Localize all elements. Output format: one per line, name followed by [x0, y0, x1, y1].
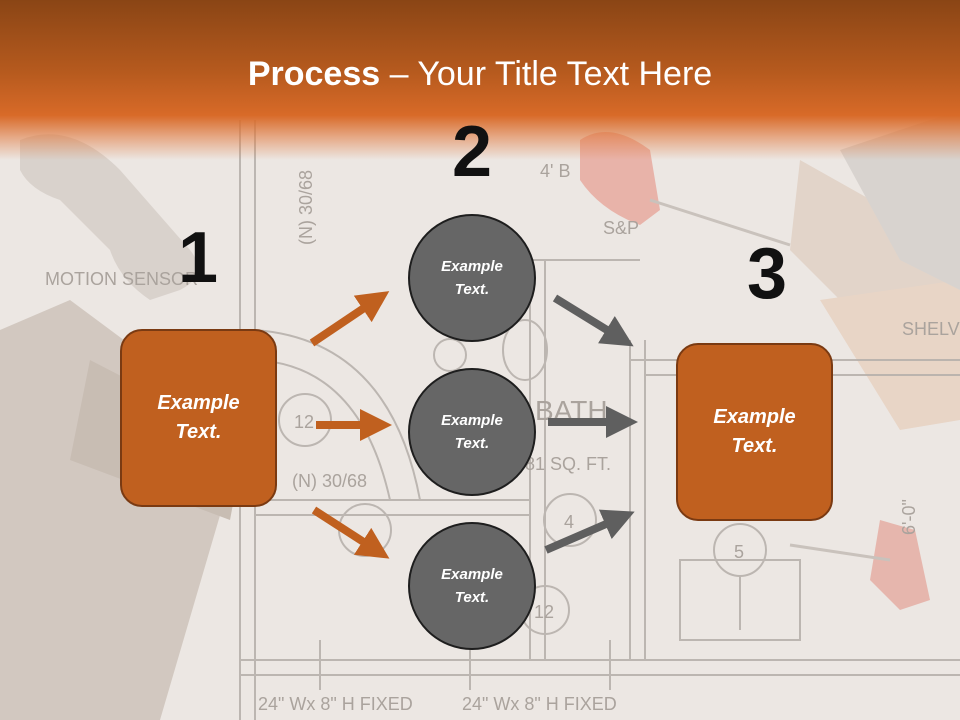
- circle-top-line1: Example: [441, 258, 503, 275]
- arrow-orange-up: [309, 291, 390, 347]
- step-number-1: 1: [177, 218, 219, 298]
- circle-bottom-line1: Example: [441, 566, 503, 583]
- header-band: [0, 0, 960, 160]
- bg-label-4b: 4' B: [540, 161, 570, 181]
- bg-label-n-3068: (N) 30/68: [292, 471, 367, 491]
- left-box-line1: Example: [157, 392, 240, 414]
- step-number-3: 3: [746, 234, 788, 314]
- pushpin-shape-bottom: [870, 520, 930, 610]
- circle-top-line2: Text.: [454, 281, 490, 298]
- slide-title: Process – Your Title Text Here: [0, 52, 960, 96]
- bg-label-shelve: SHELVE: [902, 319, 960, 339]
- bg-label-5: 5: [734, 542, 744, 562]
- bg-label-fixed-2: 24" Wx 8" H FIXED: [462, 694, 617, 714]
- arrow-gray-down: [552, 294, 634, 347]
- circle-middle-line1: Example: [441, 412, 503, 429]
- right-box-line1: Example: [713, 406, 796, 428]
- bg-label-fixed-1: 24" Wx 8" H FIXED: [258, 694, 413, 714]
- bg-label-sqft: 81 SQ. FT.: [525, 454, 611, 474]
- pencil-wood-shape: [820, 280, 960, 430]
- step-number-2: 2: [451, 112, 493, 192]
- bg-label-12a: 12: [294, 412, 314, 432]
- arrow-gray-up: [544, 509, 635, 554]
- bg-label-12b: 12: [534, 602, 554, 622]
- bg-label-6ft: 6'-0": [899, 499, 919, 535]
- arrow-orange-down: [311, 506, 390, 559]
- bg-label-4: 4: [564, 512, 574, 532]
- bg-label-motion-sensor: MOTION SENSOR: [45, 269, 198, 289]
- bg-label-n-3068-vertical: (N) 30/68: [296, 170, 316, 245]
- left-box-line2: Text.: [175, 421, 222, 443]
- circle-bottom-line2: Text.: [454, 589, 490, 606]
- bg-label-sp: S&P: [603, 218, 639, 238]
- wrench-shape: [20, 134, 198, 300]
- title-bold: Process: [247, 55, 381, 93]
- circle-middle-line2: Text.: [454, 435, 490, 452]
- right-box-line2: Text.: [731, 435, 778, 457]
- title-rest: – Your Title Text Here: [380, 55, 713, 93]
